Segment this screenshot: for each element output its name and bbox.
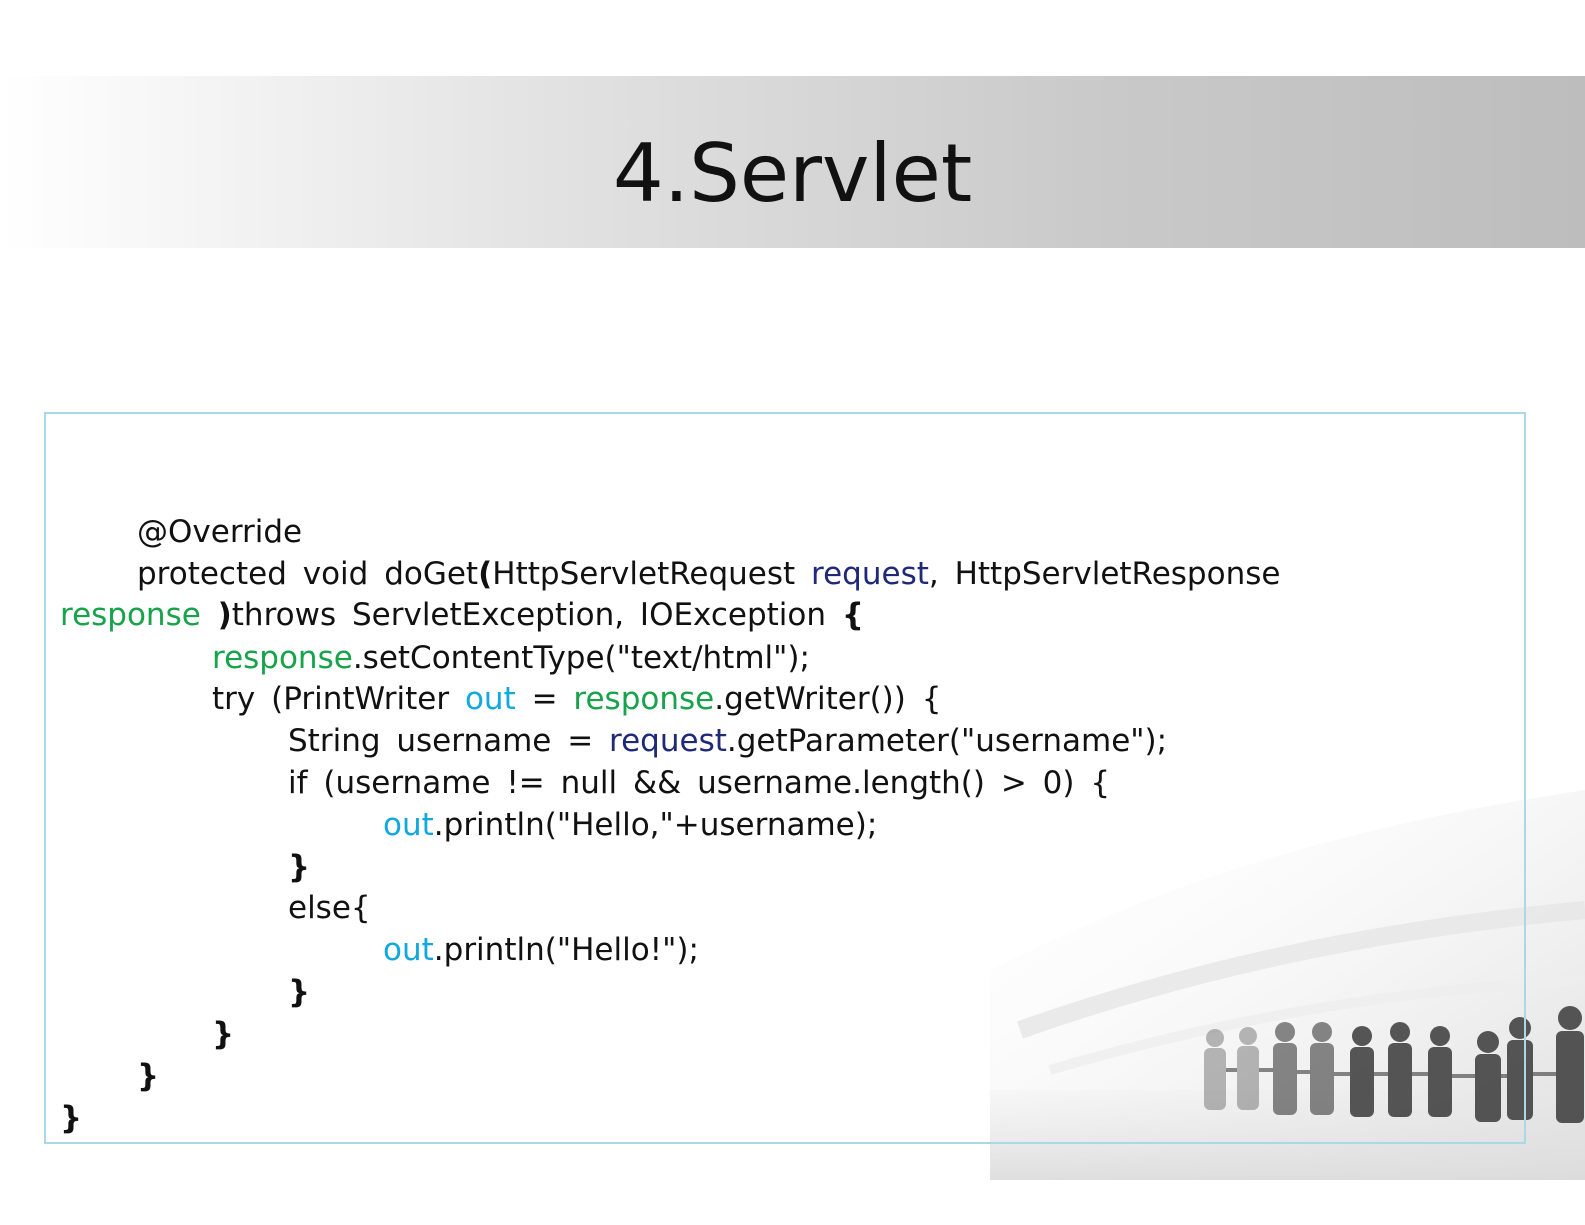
code-token: else{ [288, 890, 371, 926]
code-line-12: } [288, 972, 310, 1012]
code-token: request [609, 723, 727, 759]
code-token: throws ServletException, IOException [231, 597, 842, 633]
code-token: try (PrintWriter [212, 681, 465, 717]
code-line-9: } [288, 847, 310, 887]
code-token: ( [478, 556, 493, 592]
code-token: HttpServletRequest [492, 556, 812, 592]
code-token: .println("Hello!"); [433, 932, 699, 968]
code-token: if (username != null && username.length(… [288, 765, 1111, 801]
code-box [44, 412, 1526, 1144]
code-line-4: response.setContentType("text/html"); [212, 638, 810, 678]
code-line-3: response )throws ServletException, IOExc… [60, 595, 864, 635]
code-token: { [841, 597, 864, 633]
code-line-1: @Override [137, 512, 302, 552]
code-token: , HttpServletResponse [928, 556, 1281, 592]
code-line-7: if (username != null && username.length(… [288, 763, 1110, 803]
code-token: response [573, 681, 715, 717]
code-line-6: String username = request.getParameter("… [288, 721, 1167, 761]
code-line-2: protected void doGet(HttpServletRequest … [137, 554, 1280, 594]
code-token: } [212, 1016, 235, 1052]
code-token: } [288, 974, 311, 1010]
code-token: out [383, 932, 434, 968]
code-token: } [288, 849, 311, 885]
code-line-10: else{ [288, 888, 371, 928]
code-token: request [811, 556, 929, 592]
code-token: protected void doGet [137, 556, 479, 592]
code-line-5: try (PrintWriter out = response.getWrite… [212, 679, 941, 719]
code-line-14: } [137, 1056, 159, 1096]
code-token: String username = [288, 723, 610, 759]
code-line-13: } [212, 1014, 234, 1054]
code-token: .setContentType("text/html"); [352, 640, 810, 676]
code-token: } [137, 1058, 160, 1094]
slide-title: 4.Servlet [612, 127, 973, 220]
code-token: response [212, 640, 353, 676]
code-line-8: out.println("Hello,"+username); [383, 805, 877, 845]
code-token: .println("Hello,"+username); [433, 807, 878, 843]
code-line-15: } [60, 1098, 82, 1138]
code-token: out [464, 681, 516, 717]
code-token: = [515, 681, 574, 717]
code-token: ) [200, 597, 232, 633]
code-token: .getParameter("username"); [726, 723, 1168, 759]
code-line-11: out.println("Hello!"); [383, 930, 699, 970]
code-token: out [383, 807, 434, 843]
background-people-illustration [990, 790, 1585, 1180]
code-token: .getWriter()) { [714, 681, 942, 717]
people-silhouettes-icon [1204, 1006, 1584, 1123]
title-band [0, 76, 1585, 248]
code-token: @Override [137, 514, 303, 550]
code-token: response [60, 597, 201, 633]
code-token: } [60, 1100, 83, 1136]
